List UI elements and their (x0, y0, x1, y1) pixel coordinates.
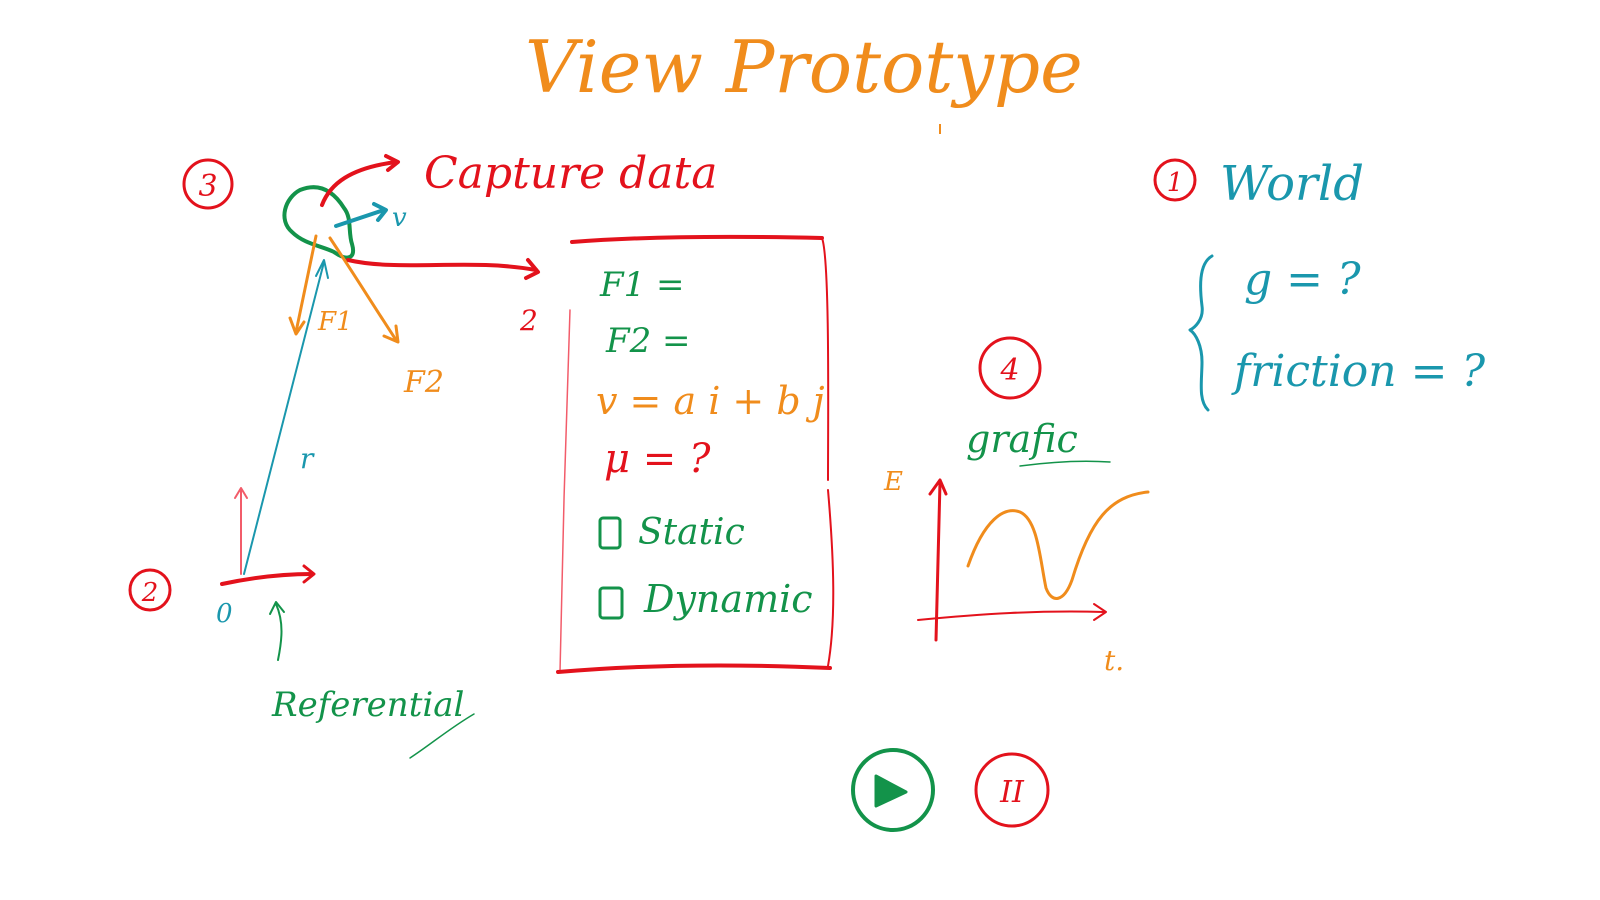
panel-mu-line: μ = ? (604, 436, 711, 482)
capture-arrow (320, 160, 398, 207)
reference-x-axis (220, 572, 314, 586)
panel-left-edge (559, 309, 571, 673)
panel-right-edge (821, 237, 830, 481)
dynamic-checkbox[interactable] (598, 586, 624, 620)
graph-title: grafic (966, 417, 1078, 461)
world-title: World (1220, 156, 1364, 212)
step-1-number: 1 (1167, 168, 1184, 198)
capture-data-label: Capture data (424, 148, 717, 199)
graph-x-axis (917, 610, 1105, 621)
velocity-vector (334, 208, 386, 228)
static-checkbox[interactable] (598, 516, 622, 550)
step-1-circle (1153, 158, 1197, 202)
tracked-object-shape[interactable] (282, 185, 355, 260)
step-3-circle (182, 158, 234, 210)
world-brace (1188, 254, 1214, 412)
panel-link-arrow (346, 258, 538, 272)
capture-section: 3 Capture data v 2 F1 F2 (182, 148, 717, 400)
graph-y-axis-label: E (883, 467, 903, 497)
reference-y-arrowhead (234, 487, 248, 499)
page-title: View Prototype (525, 25, 1083, 109)
play-button[interactable] (851, 748, 935, 832)
referential-underline (409, 713, 475, 759)
graph-title-underline (1019, 460, 1111, 467)
pause-icon[interactable]: II (999, 775, 1025, 810)
position-vector-label: r (300, 442, 315, 475)
panel-link-arrowhead (524, 258, 540, 280)
force-1-label: F1 (317, 307, 353, 337)
force-2-label: F2 (403, 365, 444, 400)
panel-right-edge-lower (827, 489, 835, 667)
velocity-arrowhead (372, 202, 388, 222)
playback-controls: II (851, 748, 1050, 832)
step-4-number: 4 (999, 353, 1019, 388)
force-2-vector (328, 236, 398, 342)
panel-velocity-line: v = a i + b j (596, 379, 825, 423)
force-2-arrowhead (382, 324, 400, 344)
referential-pointer (275, 603, 283, 661)
force-1-arrowhead (288, 316, 306, 336)
velocity-label: v (392, 203, 407, 233)
referential-pointer-head (269, 601, 285, 615)
play-icon[interactable] (874, 774, 908, 808)
graph-x-axis-label: t. (1104, 644, 1124, 677)
panel-link-number: 2 (519, 304, 538, 337)
origin-label: 0 (216, 599, 233, 629)
graph-y-arrowhead (928, 478, 948, 496)
referential-label: Referential (271, 685, 464, 725)
position-vector (243, 261, 325, 575)
reference-x-arrowhead (302, 564, 316, 584)
step-3-number: 3 (198, 169, 217, 204)
panel-top-edge (570, 234, 824, 244)
force-1-vector (294, 234, 318, 334)
panel-f1-line: F1 = (599, 265, 685, 305)
static-option-label: Static (638, 512, 745, 553)
panel-f2-line: F2 = (605, 321, 691, 361)
graph-y-axis (934, 480, 942, 642)
step-2-circle (128, 568, 172, 612)
pause-button-ring[interactable] (974, 752, 1050, 828)
step-4-circle (978, 336, 1042, 400)
capture-arrowhead (384, 154, 400, 172)
data-panel: F1 = F2 = v = a i + b j μ = ? Static Dyn… (556, 234, 835, 674)
pause-button[interactable]: II (974, 752, 1050, 828)
step-2-number: 2 (141, 578, 159, 608)
graph-curve (966, 490, 1150, 600)
world-gravity-line: g = ? (1244, 254, 1361, 305)
dynamic-option-label: Dynamic (643, 577, 813, 621)
world-section: 1 World g = ? friction = ? (1153, 156, 1485, 412)
referential-section: 2 0 r Referential (128, 259, 475, 759)
position-arrowhead (315, 259, 329, 279)
panel-bottom-edge (556, 663, 832, 674)
graph-x-arrowhead (1093, 603, 1107, 621)
graph-section: 4 grafic E t. (883, 336, 1150, 677)
world-friction-line: friction = ? (1231, 346, 1485, 397)
